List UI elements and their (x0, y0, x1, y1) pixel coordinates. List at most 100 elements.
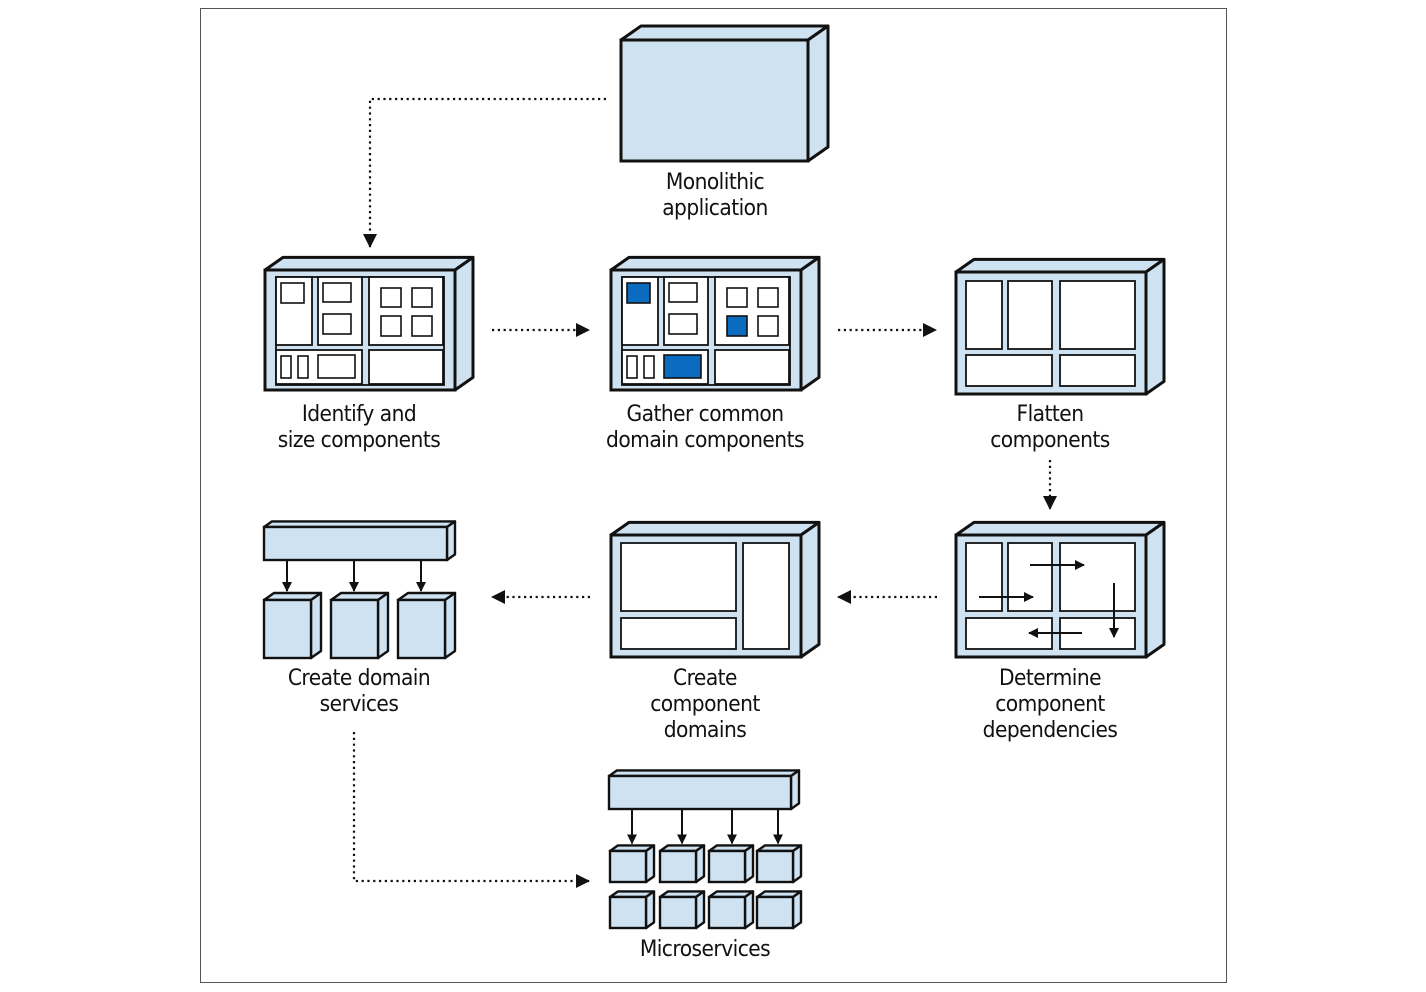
box-side-face (791, 890, 803, 930)
step-shapes (262, 24, 1166, 930)
microservice-cube (707, 844, 755, 884)
box-top-face (619, 24, 830, 42)
microservice-cube (707, 890, 755, 930)
box-front-face (619, 38, 810, 163)
label-microservices: Microservices (639, 937, 771, 962)
box-top-face (263, 255, 475, 272)
microservice-cube (658, 890, 706, 930)
component-group (965, 280, 1003, 350)
box-side-face (806, 24, 830, 163)
component-rect (297, 355, 309, 379)
domains-shape (609, 520, 821, 659)
component-rect (668, 282, 698, 303)
component-domain (620, 617, 737, 650)
component-rect (411, 287, 433, 308)
component-rect (643, 355, 655, 379)
identify-shape (263, 255, 475, 392)
microservice-cube (608, 890, 656, 930)
component-group (368, 349, 444, 385)
component-rect (757, 315, 779, 337)
services-shape (262, 520, 457, 660)
box-side-face (644, 890, 656, 930)
component-domain (742, 542, 790, 650)
box-side-face (789, 769, 801, 811)
box-front-face (707, 895, 747, 930)
component-rect (626, 355, 638, 379)
dependencies-shape (954, 520, 1166, 659)
box-front-face (707, 849, 747, 884)
box-top-face (954, 257, 1166, 274)
box-side-face (743, 890, 755, 930)
box-front-face (396, 598, 447, 660)
box-side-face (1144, 257, 1166, 396)
gather-shape (609, 255, 821, 392)
box-side-face (1144, 520, 1166, 659)
box-side-face (799, 255, 821, 392)
flow-arrows (352, 97, 1057, 888)
component-domain (620, 542, 737, 612)
box-front-face (329, 598, 380, 660)
domain-service-cube (396, 591, 457, 660)
microservice-cube (608, 844, 656, 884)
box-side-face (644, 844, 656, 884)
component-rect (726, 315, 748, 337)
box-front-face (262, 598, 313, 660)
box-side-face (445, 520, 457, 562)
box-side-face (791, 844, 803, 884)
microservice-cube (658, 844, 706, 884)
component-group (1059, 354, 1136, 387)
component-group (1059, 280, 1136, 350)
monolith-shape (619, 24, 830, 163)
box-side-face (799, 520, 821, 659)
component-rect (380, 287, 402, 308)
component-rect (726, 287, 748, 308)
box-front-face (262, 525, 449, 562)
microservice-cube (755, 890, 803, 930)
box-front-face (607, 774, 793, 811)
component-group (1007, 542, 1053, 612)
box-side-face (694, 890, 706, 930)
component-rect (411, 315, 433, 337)
component-group (1059, 542, 1136, 612)
domain-service-cube (329, 591, 390, 660)
box-front-face (755, 895, 795, 930)
box-front-face (658, 895, 698, 930)
component-group (1007, 280, 1053, 350)
box-top-face (609, 520, 821, 537)
component-rect (663, 354, 702, 379)
domain-service-cube (262, 591, 323, 660)
component-rect (280, 355, 292, 379)
component-group (965, 354, 1053, 387)
component-rect (626, 282, 651, 304)
box-side-face (376, 591, 390, 660)
box-side-face (443, 591, 457, 660)
box-front-face (608, 895, 648, 930)
box-side-face (309, 591, 323, 660)
component-rect (322, 313, 352, 335)
diagram-frame (200, 8, 1227, 983)
component-rect (317, 354, 356, 379)
component-group (714, 349, 790, 385)
component-rect (280, 282, 305, 304)
box-top-face (609, 255, 821, 272)
box-front-face (608, 849, 648, 884)
component-group (965, 542, 1003, 612)
box-top-face (954, 520, 1166, 537)
component-rect (322, 282, 352, 303)
microservices-shape (607, 769, 803, 930)
box-front-face (755, 849, 795, 884)
component-rect (668, 313, 698, 335)
flow-services-to-microservices (352, 732, 590, 888)
flatten-shape (954, 257, 1166, 396)
component-rect (380, 315, 402, 337)
flow-monolith-to-identify (363, 97, 606, 248)
box-side-face (694, 844, 706, 884)
component-rect (757, 287, 779, 308)
